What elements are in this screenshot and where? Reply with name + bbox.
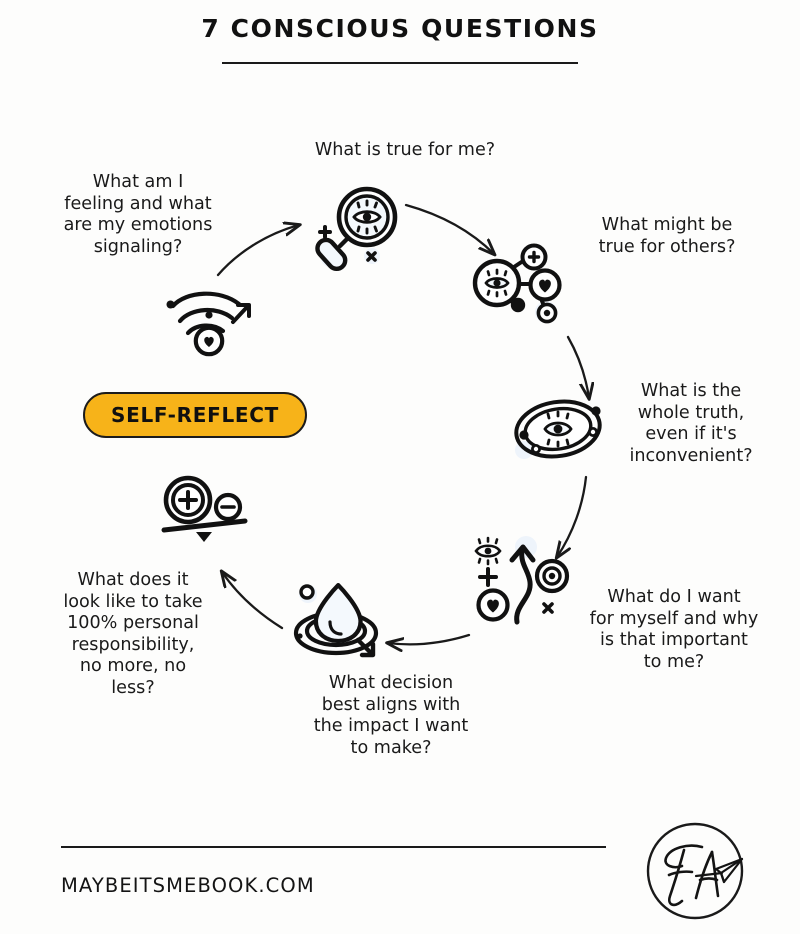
title-divider	[222, 62, 578, 64]
question-label-2: What is true for me?	[314, 140, 496, 160]
page-title: 7 CONSCIOUS QUESTIONS	[201, 14, 599, 43]
footer-website-url: MAYBEITSMEBOOK.COM	[61, 874, 315, 897]
balance-scale-icon	[161, 475, 248, 542]
magnifier-eye-icon	[315, 186, 398, 272]
self-reflect-badge[interactable]: SELF-REFLECT	[83, 392, 307, 438]
question-label-5: What do I want for myself and why is tha…	[589, 587, 759, 672]
eye-orbit-icon	[514, 399, 602, 459]
footer-divider	[61, 846, 606, 848]
arrow-target-heart-icon	[474, 536, 570, 625]
question-label-1: What am I feeling and what are my emotio…	[63, 172, 213, 257]
question-label-4: What is the whole truth, even if it's in…	[629, 381, 753, 466]
droplet-ripple-icon	[293, 583, 379, 658]
self-reflect-label: SELF-REFLECT	[110, 403, 279, 427]
question-label-6: What decision best aligns with the impac…	[313, 673, 469, 758]
ea-monogram-paper-plane-logo	[646, 822, 744, 920]
eye-network-heart-icon	[472, 243, 562, 324]
signal-heart-icon	[166, 291, 251, 357]
question-label-7: What does it look like to take 100% pers…	[63, 570, 203, 698]
question-label-3: What might be true for others?	[598, 215, 736, 257]
